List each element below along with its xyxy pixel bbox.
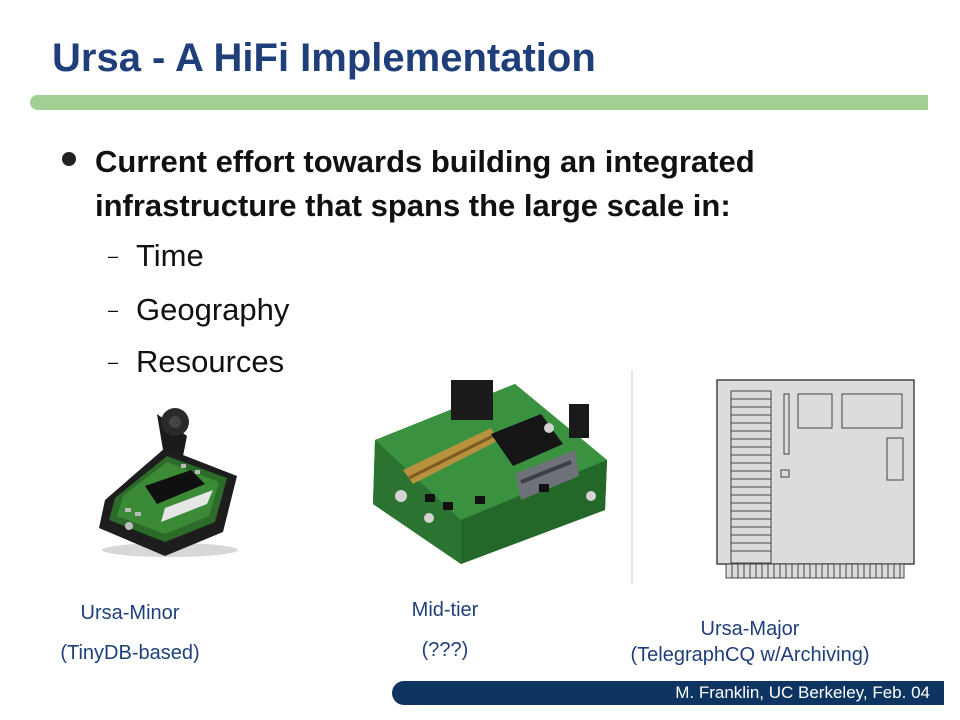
dash-marker: – xyxy=(108,300,119,320)
slide-title: Ursa - A HiFi Implementation xyxy=(52,36,596,80)
sub-item-label: Geography xyxy=(136,292,290,327)
caption-mid-tier: Mid-tier (???) xyxy=(345,597,545,663)
sub-item-geography: –Geography xyxy=(108,288,289,332)
title-underline-bar xyxy=(30,95,928,110)
main-bullet-text: Current effort towards building an integ… xyxy=(95,144,755,223)
footer-bar: M. Franklin, UC Berkeley, Feb. 04 xyxy=(392,681,944,705)
sub-item-label: Resources xyxy=(136,344,285,379)
caption-ursa-major: Ursa-Major (TelegraphCQ w/Archiving) xyxy=(600,616,900,668)
server-chip-diagram-image xyxy=(631,370,915,584)
caption-mid-tier-name: Mid-tier xyxy=(411,599,479,621)
caption-mid-tier-desc: (???) xyxy=(421,639,469,661)
embedded-circuit-board-image xyxy=(373,380,607,564)
dash-marker: – xyxy=(108,246,119,266)
caption-ursa-major-name: Ursa-Major xyxy=(700,618,800,640)
mote-sensor-board-image xyxy=(99,408,238,557)
sub-item-label: Time xyxy=(136,238,204,273)
caption-ursa-minor-desc: (TinyDB-based) xyxy=(60,642,200,664)
sub-item-time: –Time xyxy=(108,234,204,278)
caption-ursa-major-desc: (TelegraphCQ w/Archiving) xyxy=(630,644,870,666)
bullet-dot-icon xyxy=(62,152,76,166)
caption-ursa-minor-name: Ursa-Minor xyxy=(80,602,180,624)
sub-item-resources: –Resources xyxy=(108,340,284,384)
footer-text: M. Franklin, UC Berkeley, Feb. 04 xyxy=(675,683,930,702)
dash-marker: – xyxy=(108,352,119,372)
caption-ursa-minor: Ursa-Minor (TinyDB-based) xyxy=(30,600,230,666)
